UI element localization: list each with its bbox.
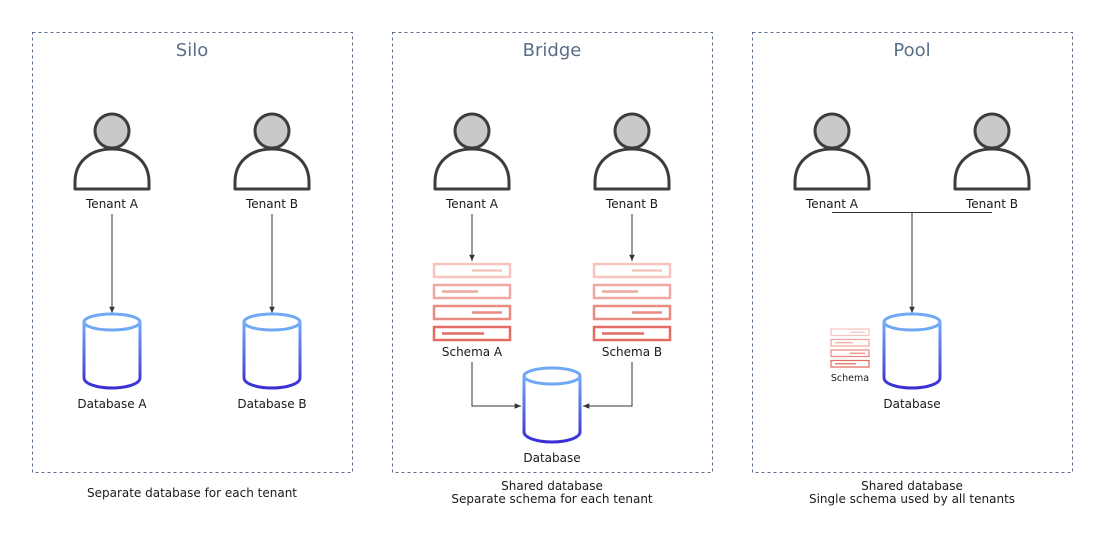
database-icon — [522, 366, 582, 444]
silo-title: Silo — [176, 40, 208, 61]
bridge-schema-a-label: Schema A — [442, 345, 503, 359]
bridge-tenant-a-label: Tenant A — [445, 197, 499, 211]
bridge-schema-b-label: Schema B — [602, 345, 662, 359]
schema-icon — [432, 262, 512, 342]
schema-icon — [592, 262, 672, 342]
pool-database-label: Database — [883, 397, 940, 411]
silo-tenant-b-label: Tenant B — [245, 197, 298, 211]
silo-panel: Silo Tenant A Tenant B Database A Databa… — [32, 32, 353, 473]
bridge-tenant-b-label: Tenant B — [605, 197, 658, 211]
pool-title: Pool — [893, 40, 930, 61]
arrow-icon — [583, 362, 633, 409]
database-icon — [242, 312, 302, 390]
database-icon — [882, 312, 942, 390]
user-icon — [433, 112, 511, 191]
pool-caption-line-2: Single schema used by all tenants — [809, 492, 1015, 506]
arrow-icon — [471, 362, 521, 409]
bridge-panel-border — [392, 32, 713, 473]
bridge-caption-line-2: Separate schema for each tenant — [451, 492, 653, 506]
user-icon — [793, 112, 871, 191]
user-icon — [233, 112, 311, 191]
pool-tenant-b-label: Tenant B — [965, 197, 1018, 211]
silo-database-b-label: Database B — [237, 397, 306, 411]
silo-database-a-label: Database A — [77, 397, 147, 411]
bridge-database-label: Database — [523, 451, 580, 465]
pool-panel-border — [752, 32, 1073, 473]
bridge-caption-line-1: Shared database — [501, 479, 603, 493]
pool-caption-line-1: Shared database — [861, 479, 963, 493]
pool-schema-label: Schema — [831, 373, 869, 384]
pool-panel: Pool Tenant A Tenant B Schema Database — [752, 32, 1073, 473]
silo-panel-border — [32, 32, 353, 473]
bridge-panel: Bridge Tenant A Tenant B Schema A Schema… — [392, 32, 713, 473]
user-icon — [953, 112, 1031, 191]
schema-icon — [830, 328, 870, 368]
user-icon — [73, 112, 151, 191]
user-icon — [593, 112, 671, 191]
silo-tenant-a-label: Tenant A — [85, 197, 139, 211]
bridge-title: Bridge — [523, 40, 582, 61]
database-icon — [82, 312, 142, 390]
pool-tenant-a-label: Tenant A — [805, 197, 859, 211]
silo-caption-line-1: Separate database for each tenant — [87, 486, 297, 500]
